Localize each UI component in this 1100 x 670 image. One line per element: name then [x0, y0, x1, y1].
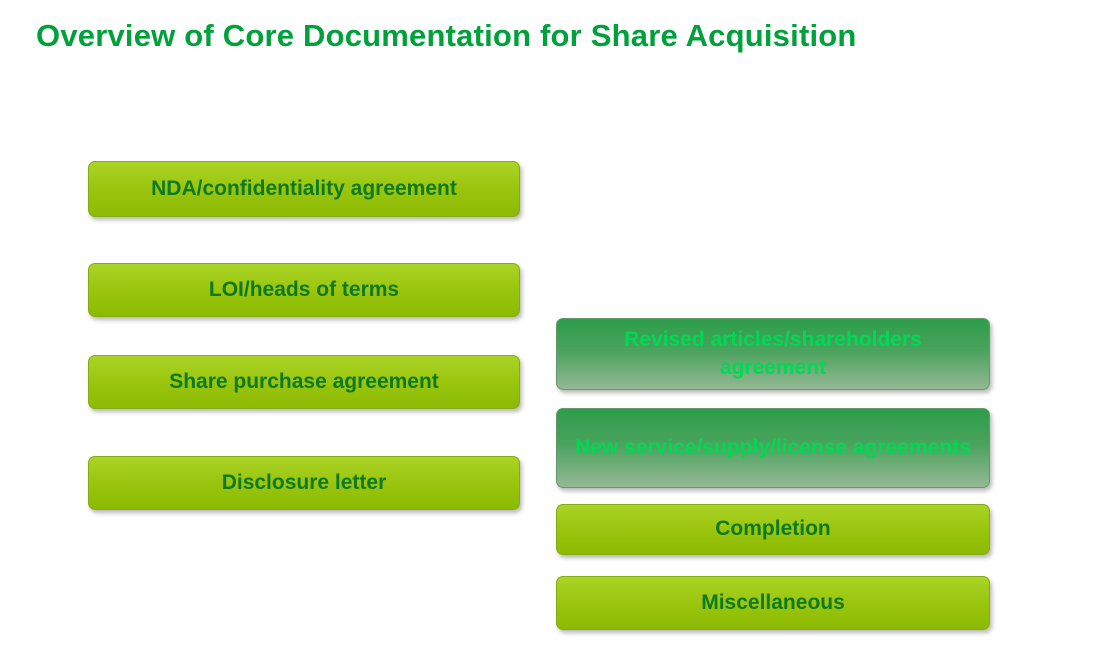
- page-title: Overview of Core Documentation for Share…: [36, 18, 857, 53]
- box-disclosure-letter: Disclosure letter: [88, 456, 520, 510]
- box-miscellaneous: Miscellaneous: [556, 576, 990, 630]
- box-label: New service/supply/license agreements: [575, 435, 971, 459]
- box-revised-articles-shareholders-agreement: Revised articles/shareholders agreement: [556, 318, 990, 390]
- box-label: Disclosure letter: [221, 470, 387, 494]
- box-label: Revised articles/shareholders agreement: [624, 327, 922, 379]
- box-nda-confidentiality-agreement: NDA/confidentiality agreement: [88, 161, 520, 217]
- box-label: Completion: [715, 517, 831, 541]
- box-completion: Completion: [556, 504, 990, 555]
- box-loi-heads-of-terms: LOI/heads of terms: [88, 263, 520, 317]
- box-share-purchase-agreement: Share purchase agreement: [88, 355, 520, 409]
- box-label: Share purchase agreement: [169, 369, 439, 393]
- box-new-service-supply-license-agreements: New service/supply/license agreements: [556, 408, 990, 488]
- box-label: NDA/confidentiality agreement: [151, 176, 457, 200]
- box-label: LOI/heads of terms: [208, 277, 400, 301]
- box-label: Miscellaneous: [701, 590, 845, 614]
